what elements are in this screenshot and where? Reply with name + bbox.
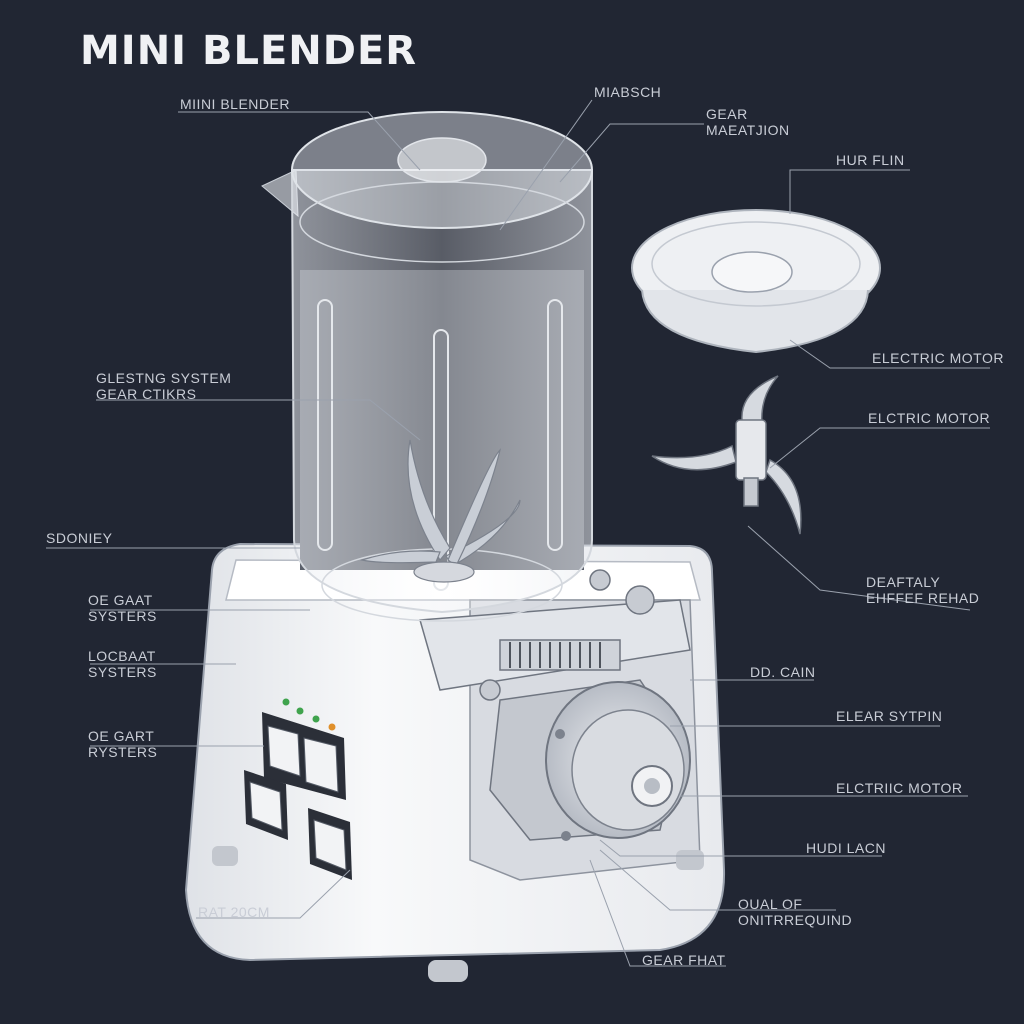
blender-lid — [631, 209, 881, 354]
label-oe-gart-line1: OE GART — [88, 728, 155, 744]
label-oe-gaat-line1: OE GAAT — [88, 592, 153, 608]
motor — [489, 679, 691, 841]
label-electric-motor-2: ELCTRIC MOTOR — [868, 410, 991, 426]
label-hudi-lacn: HUDI LACN — [806, 840, 886, 856]
label-locbaat-line1: LOCBAAT — [88, 648, 156, 664]
label-glesting-line2: GEAR CTIKRS — [96, 386, 197, 402]
gear-mechanism — [419, 569, 691, 701]
label-locbaat: LOCBAAT SYSTERS — [88, 648, 157, 680]
leader-lines — [46, 99, 990, 967]
label-glesting-system: GLESTNG SYSTEM GEAR CTIKRS — [96, 370, 231, 402]
label-electric-motor-3: ELCTRIIC MOTOR — [836, 780, 963, 796]
label-deaftaly: DEAFTALY EHFFEF REHAD — [866, 574, 979, 606]
control-panel — [244, 698, 352, 880]
label-gear-line2: MAEATJION — [706, 122, 790, 138]
label-glesting-line1: GLESTNG SYSTEM — [96, 370, 232, 386]
label-oual-of-line1: OUAL OF — [738, 896, 803, 912]
label-gear-fhat: GEAR FHAT — [642, 952, 726, 968]
label-oual-of: OUAL OF ONITRREQUIND — [738, 896, 852, 928]
label-oual-of-line2: ONITRREQUIND — [738, 912, 853, 928]
label-locbaat-line2: SYSTERS — [88, 664, 157, 680]
label-oe-gaat: OE GAAT SYSTERS — [88, 592, 157, 624]
blade-assembly — [651, 375, 802, 535]
label-oe-gart-line2: RYSTERS — [88, 744, 158, 760]
label-gear-line1: GEAR — [706, 106, 748, 122]
label-miabsch: MIABSCH — [594, 84, 662, 100]
label-deaftaly-line2: EHFFEF REHAD — [866, 590, 980, 606]
page-title: MINI BLENDER — [80, 28, 418, 74]
label-oe-gart: OE GART RYSTERS — [88, 728, 157, 760]
label-electric-motor-1: ELECTRIC MOTOR — [872, 350, 1004, 366]
label-rat-20cm: RAT 20CM — [198, 904, 270, 920]
label-gear: GEAR MAEATJION — [706, 106, 790, 138]
label-dd-cain: DD. CAIN — [750, 664, 816, 680]
label-deaftaly-line1: DEAFTALY — [866, 574, 941, 590]
label-elear-sytpin: ELEAR SYTPIN — [836, 708, 943, 724]
label-mini-blender: MIINI BLENDER — [180, 96, 290, 112]
label-sdoniey: SDONIEY — [46, 530, 113, 546]
jar-blades — [359, 439, 521, 583]
label-oe-gaat-line2: SYSTERS — [88, 608, 157, 624]
blender-jar — [261, 111, 593, 622]
label-hur-flin: HUR FLIN — [836, 152, 905, 168]
